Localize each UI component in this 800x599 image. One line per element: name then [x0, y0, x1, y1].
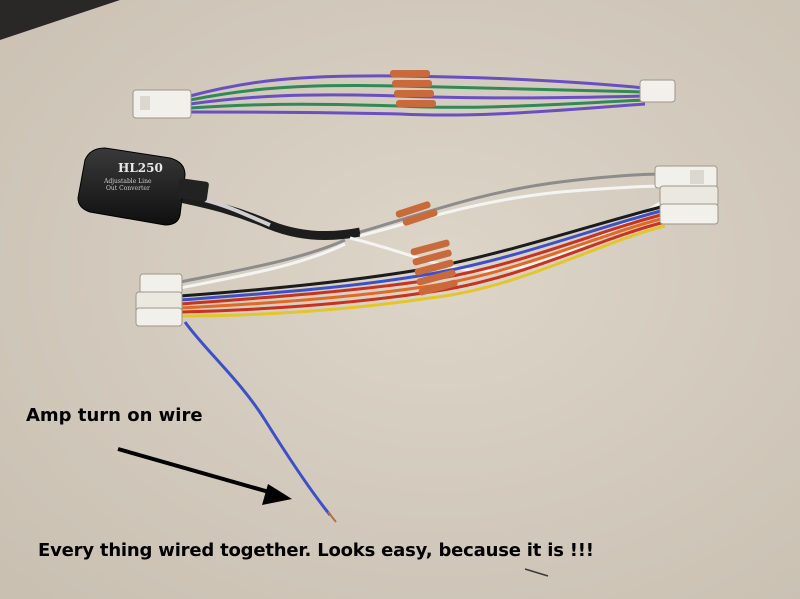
top-right-connector: [639, 79, 676, 103]
top-harness: [132, 70, 676, 119]
dark-corner: [0, 0, 120, 40]
device-model: HL250: [118, 161, 163, 175]
device-subtitle-2: Out Converter: [106, 185, 150, 192]
main-harness-wires: [179, 172, 666, 318]
arrow-to-wire: [117, 447, 292, 505]
device-subtitle-1: Adjustable Line: [103, 178, 152, 185]
converter-cable: [169, 191, 361, 241]
amp-wire-caption: Amp turn on wire: [26, 405, 203, 426]
top-left-connector: [132, 89, 192, 119]
summary-caption: Every thing wired together. Looks easy, …: [38, 540, 594, 561]
amp-turn-on-wire: [183, 321, 332, 516]
right-connectors: [654, 165, 719, 225]
left-connectors: [135, 273, 183, 327]
hl250-converter-box: HL250 Adjustable Line Out Converter: [77, 147, 209, 226]
